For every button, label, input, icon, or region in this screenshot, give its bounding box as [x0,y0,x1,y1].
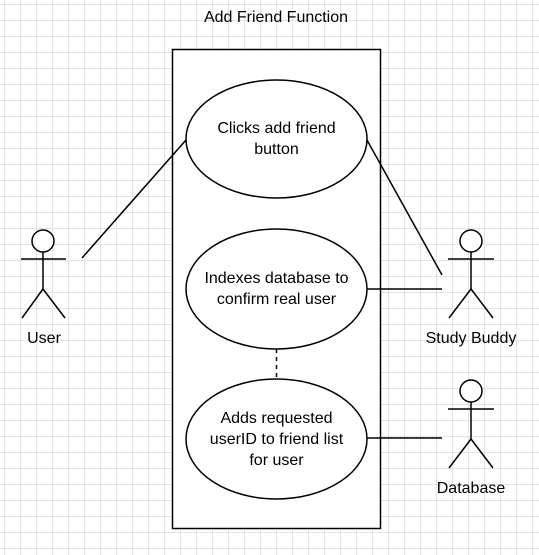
association-clicks-studybuddy [366,139,443,276]
use-case-indexes-database-text: Indexes database to confirm real user [204,270,349,308]
use-case-adds-requested-label: Adds requested userID to friend list for… [186,379,367,499]
use-case-clicks-add-friend [185,79,368,199]
actor-database-leg-left [448,438,472,469]
actor-studybuddy-figure [448,229,494,319]
use-case-clicks-add-friend-label: Clicks add friend button [186,80,367,198]
actor-user-label: User [27,330,61,347]
actor-database-head [459,379,483,403]
actor-user-leg-left [21,288,44,319]
actor-user-figure [21,229,66,319]
actor-database-figure [448,379,494,469]
use-case-clicks-add-friend-text: Clicks add friend button [217,120,336,158]
use-case-indexes-database-label: Indexes database to confirm real user [186,229,367,349]
actor-studybuddy-leg-right [470,288,494,319]
actor-studybuddy-leg-left [448,288,472,319]
use-case-indexes-database [185,228,368,350]
association-user-clicks [81,139,187,259]
actor-database-leg-right [470,438,494,469]
actor-user-leg-right [42,288,66,319]
actor-studybuddy-head [459,229,483,253]
use-case-adds-requested [185,378,368,500]
actor-user-head [31,229,55,253]
diagram-title: Add Friend Function [203,9,349,26]
actor-database-label: Database [436,480,506,497]
use-case-adds-requested-text: Adds requested userID to friend list for… [209,409,344,469]
actor-studybuddy-label: Study Buddy [425,330,517,347]
